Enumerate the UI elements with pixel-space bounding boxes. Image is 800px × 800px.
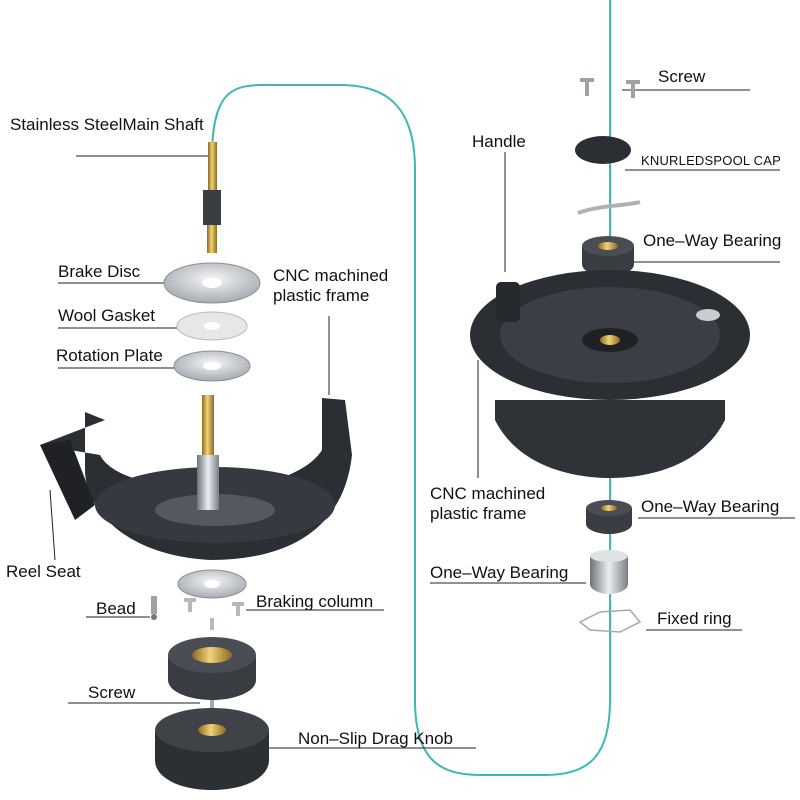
main-shaft-part [203,142,221,253]
rotation-plate-part [173,350,251,382]
label-handle: Handle [472,132,526,151]
label-cnc-frame-left: CNC machined plastic frame [273,266,389,305]
label-cnc-frame-right: CNC machined plastic frame [430,484,546,523]
reel-frame-part [40,395,352,560]
label-brake-disc: Brake Disc [58,262,141,281]
right-parts [470,78,750,633]
label-drag-knob: Non–Slip Drag Knob [298,729,453,748]
label-spool-cap: KNURLEDSPOOL CAP [641,153,781,168]
label-oneway-bearing-2: One–Way Bearing [641,497,780,516]
label-main-shaft: Stainless SteelMain Shaft [10,115,204,134]
brake-disc-part [163,262,261,304]
label-oneway-bearing-1: One–Way Bearing [643,231,782,250]
leader-lines-left [49,155,476,749]
label-fixed-ring: Fixed ring [657,609,732,628]
label-bead: Bead [96,599,136,618]
label-screw-left: Screw [88,683,136,702]
label-reel-seat: Reel Seat [6,562,81,581]
leader-lines-right [430,89,795,631]
lower-left-parts [151,569,269,790]
label-rotation-plate: Rotation Plate [56,346,163,365]
label-braking-column: Braking column [256,592,374,611]
wool-gasket-part [176,311,248,341]
label-oneway-bearing-3: One–Way Bearing [430,563,569,582]
teal-connector-line [211,0,611,776]
label-screw-right: Screw [658,67,706,86]
label-wool-gasket: Wool Gasket [58,306,156,325]
